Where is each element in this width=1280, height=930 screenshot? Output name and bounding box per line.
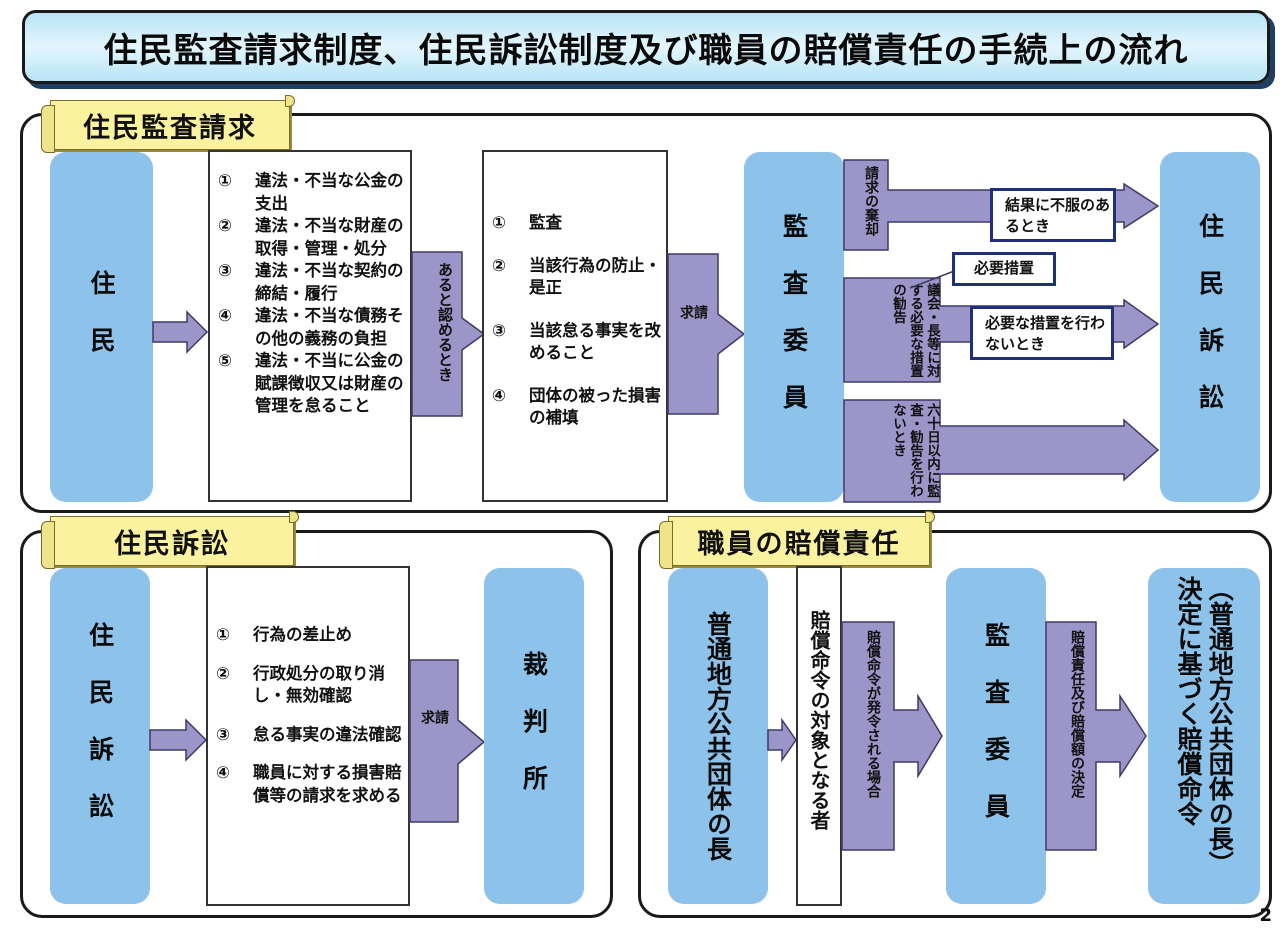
label-dissatisfied-result: 結果に不服のあるとき	[990, 188, 1116, 242]
label-when-recognized: あると認めるとき	[436, 262, 454, 382]
page-title: 住民監査請求制度、住民訴訟制度及び職員の賠償責任の手続上の流れ	[22, 10, 1270, 84]
arrow-lawsuit-to-items	[149, 718, 208, 762]
label-rejection: 請求の棄却	[863, 166, 879, 236]
arrow-request-court	[409, 659, 486, 823]
arrow-order-issued	[841, 621, 943, 851]
resident-box: 住民	[50, 152, 153, 502]
section-tab-staff-liability: 職員の賠償責任	[659, 511, 935, 569]
compensation-order-box: （普通地方公共団体の長）決定に基づく賠償命令	[1148, 568, 1260, 904]
court-box: 裁判所	[484, 568, 584, 904]
staff-audit-committee-box: 監査委員	[946, 568, 1046, 904]
arrow-request-audit	[667, 253, 746, 415]
label-sixty-days: 六十日以内に監査・勧告を行わないとき	[890, 403, 940, 498]
page-number: 2	[1259, 905, 1272, 926]
arrow-resident-to-claims	[152, 310, 209, 354]
section-tab-resident-lawsuit: 住民訴訟	[41, 511, 299, 569]
arrow-when-recognized	[411, 251, 486, 417]
label-order-issued: 賠償命令が発令される場合	[865, 630, 881, 798]
audit-committee-box: 監査委員	[744, 152, 844, 502]
label-recommendation: 議会・長等に対する必要な措置の勧告	[890, 283, 940, 378]
label-no-measure-taken: 必要な措置を行わないとき	[970, 306, 1114, 360]
lawsuit-box: 住民訴訟	[50, 568, 150, 904]
section-tab-resident-audit-request: 住民監査請求	[41, 95, 295, 153]
liability-target-box: 賠償命令の対象となる者	[796, 566, 842, 906]
label-request-court: 請求	[419, 710, 449, 746]
label-liability-decision: 賠償責任及び賠償額の決定	[1069, 630, 1085, 798]
local-government-head-box: 普通地方公共団体の長	[668, 568, 768, 904]
label-necessary-measure: 必要措置	[952, 252, 1056, 286]
arrow-sixty-days	[843, 399, 1160, 503]
resident-lawsuit-box: 住民訴訟	[1160, 152, 1260, 502]
label-request: 請求	[678, 305, 708, 341]
arrow-liability-decision	[1045, 621, 1147, 851]
arrow-head-to-target	[767, 717, 797, 763]
